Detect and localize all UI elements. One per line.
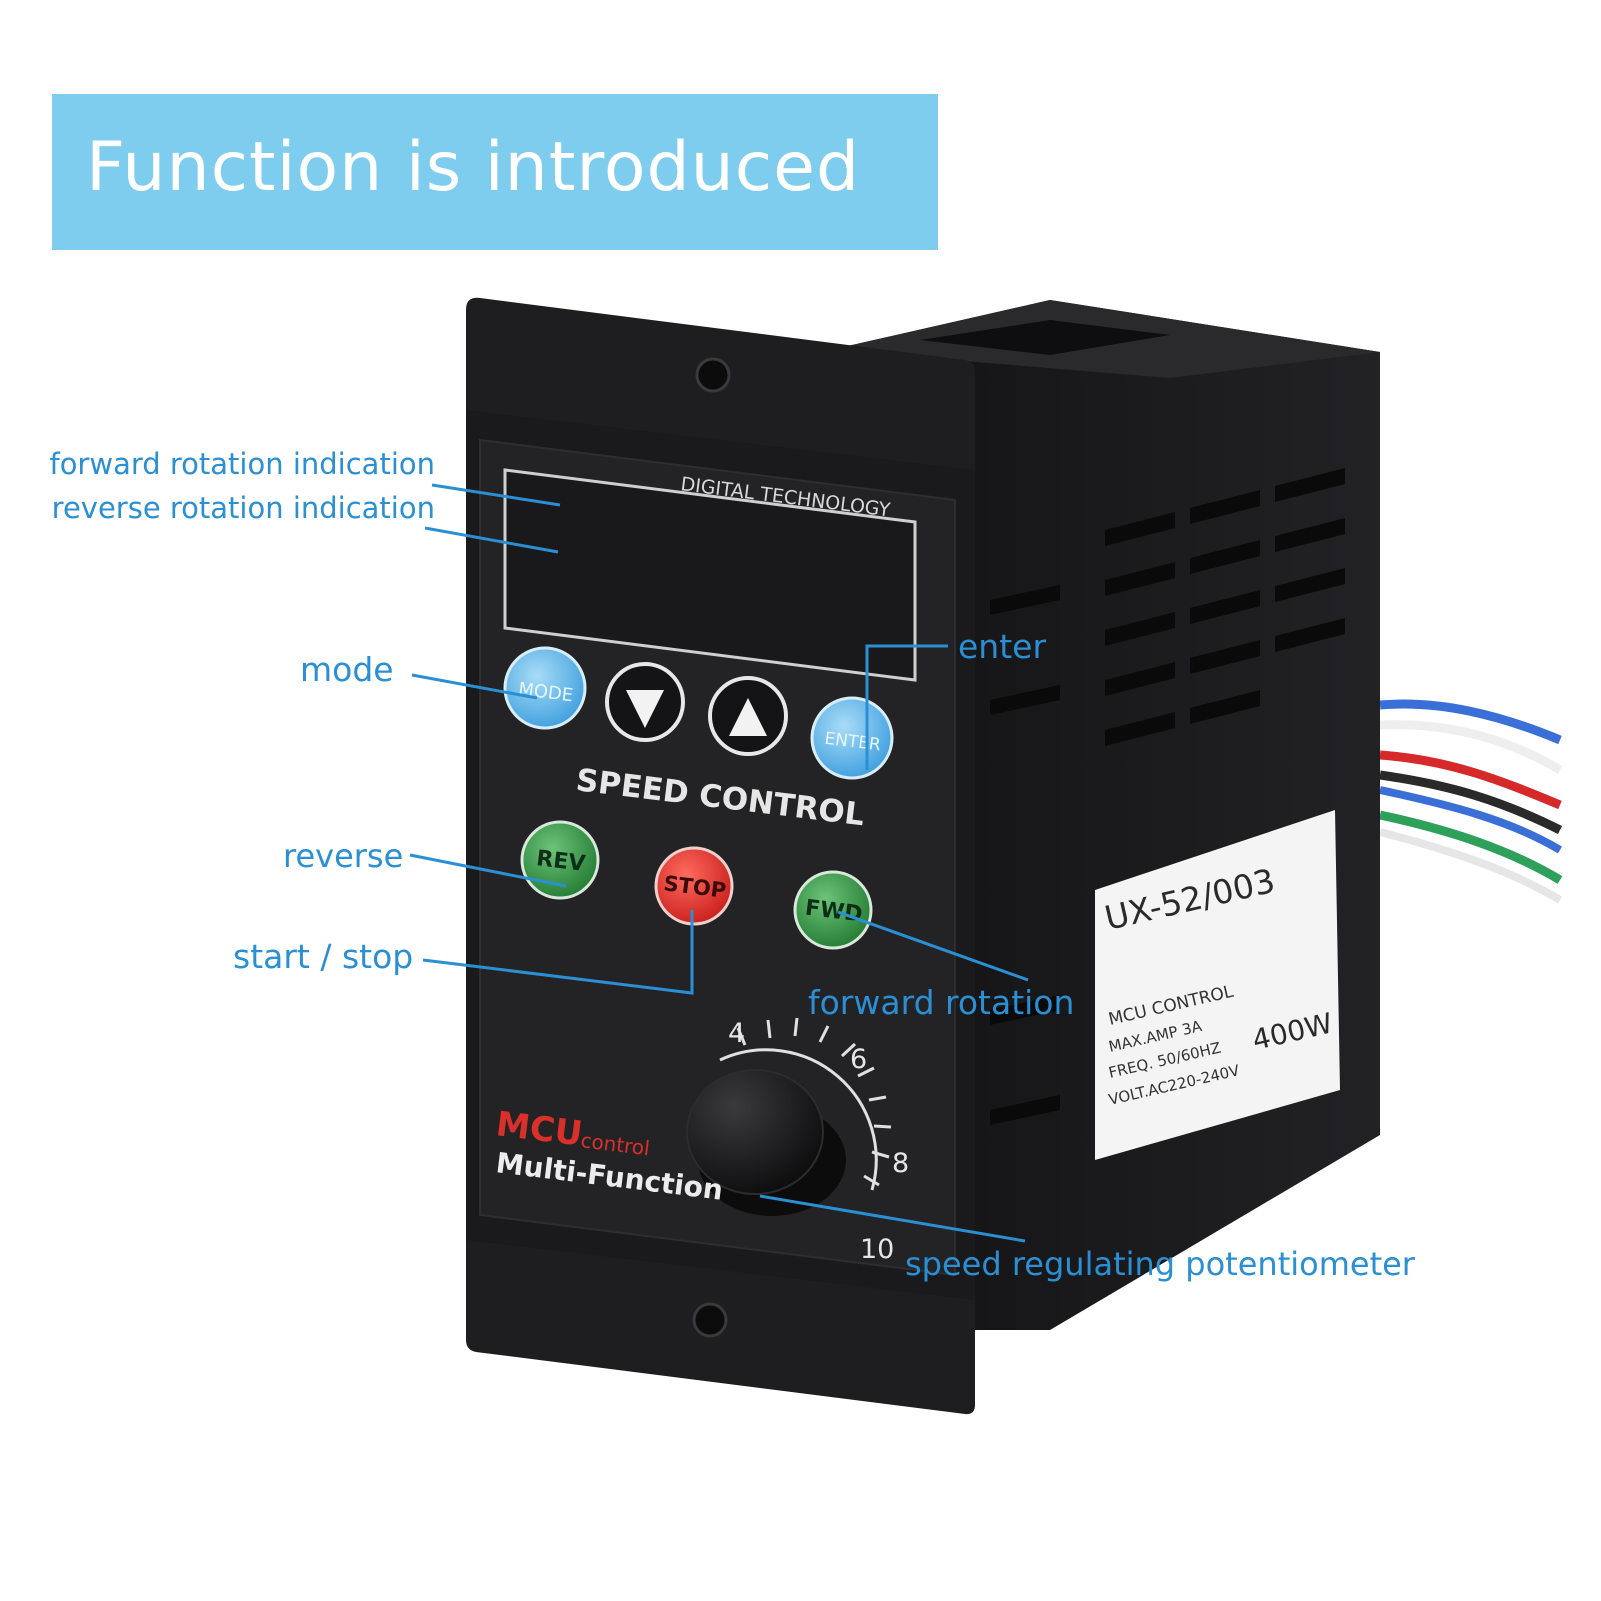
spec-sticker: UX-52/003 MCU CONTROL MAX.AMP 3A FREQ. 5… — [1095, 810, 1340, 1160]
wires — [1379, 699, 1563, 904]
dial-scale — [719, 1017, 892, 1191]
banner-title: Function is introduced — [86, 128, 861, 207]
bottom-screw-hole — [692, 1302, 728, 1338]
callout-reverse: reverse — [283, 837, 404, 875]
button-enter[interactable]: ENTER — [810, 696, 894, 780]
display-window: DIGITAL TECHNOLOGY — [503, 468, 917, 682]
down-arrow-icon — [626, 690, 664, 728]
callout-forward-rotation: forward rotation — [808, 983, 1075, 1022]
button-up[interactable] — [708, 676, 788, 756]
button-rev[interactable]: REV — [520, 820, 600, 900]
up-arrow-icon — [729, 698, 767, 736]
dial-tick-10: 10 — [860, 1234, 894, 1265]
button-down[interactable] — [605, 662, 685, 742]
title-banner: Function is introduced — [52, 94, 938, 250]
callout-start-stop: start / stop — [233, 937, 414, 976]
rev-label: REV — [535, 846, 587, 877]
speed-knob[interactable] — [686, 1069, 846, 1216]
button-fwd[interactable]: FWD — [793, 870, 873, 950]
dial-tick-8: 8 — [892, 1148, 909, 1179]
callout-reverse-indication: reverse rotation indication — [51, 491, 435, 525]
top-screw-hole — [695, 357, 731, 393]
button-mode[interactable]: MODE — [503, 646, 587, 730]
callout-enter: enter — [958, 627, 1047, 666]
callout-forward-indication: forward rotation indication — [49, 447, 435, 481]
callout-mode: mode — [300, 650, 394, 689]
dial-tick-4: 4 — [728, 1018, 745, 1049]
button-stop[interactable]: STOP — [654, 846, 734, 926]
callout-leaders — [409, 483, 1029, 1243]
callout-potentiometer: speed regulating potentiometer — [905, 1245, 1415, 1283]
dial-tick-6: 6 — [850, 1044, 867, 1075]
